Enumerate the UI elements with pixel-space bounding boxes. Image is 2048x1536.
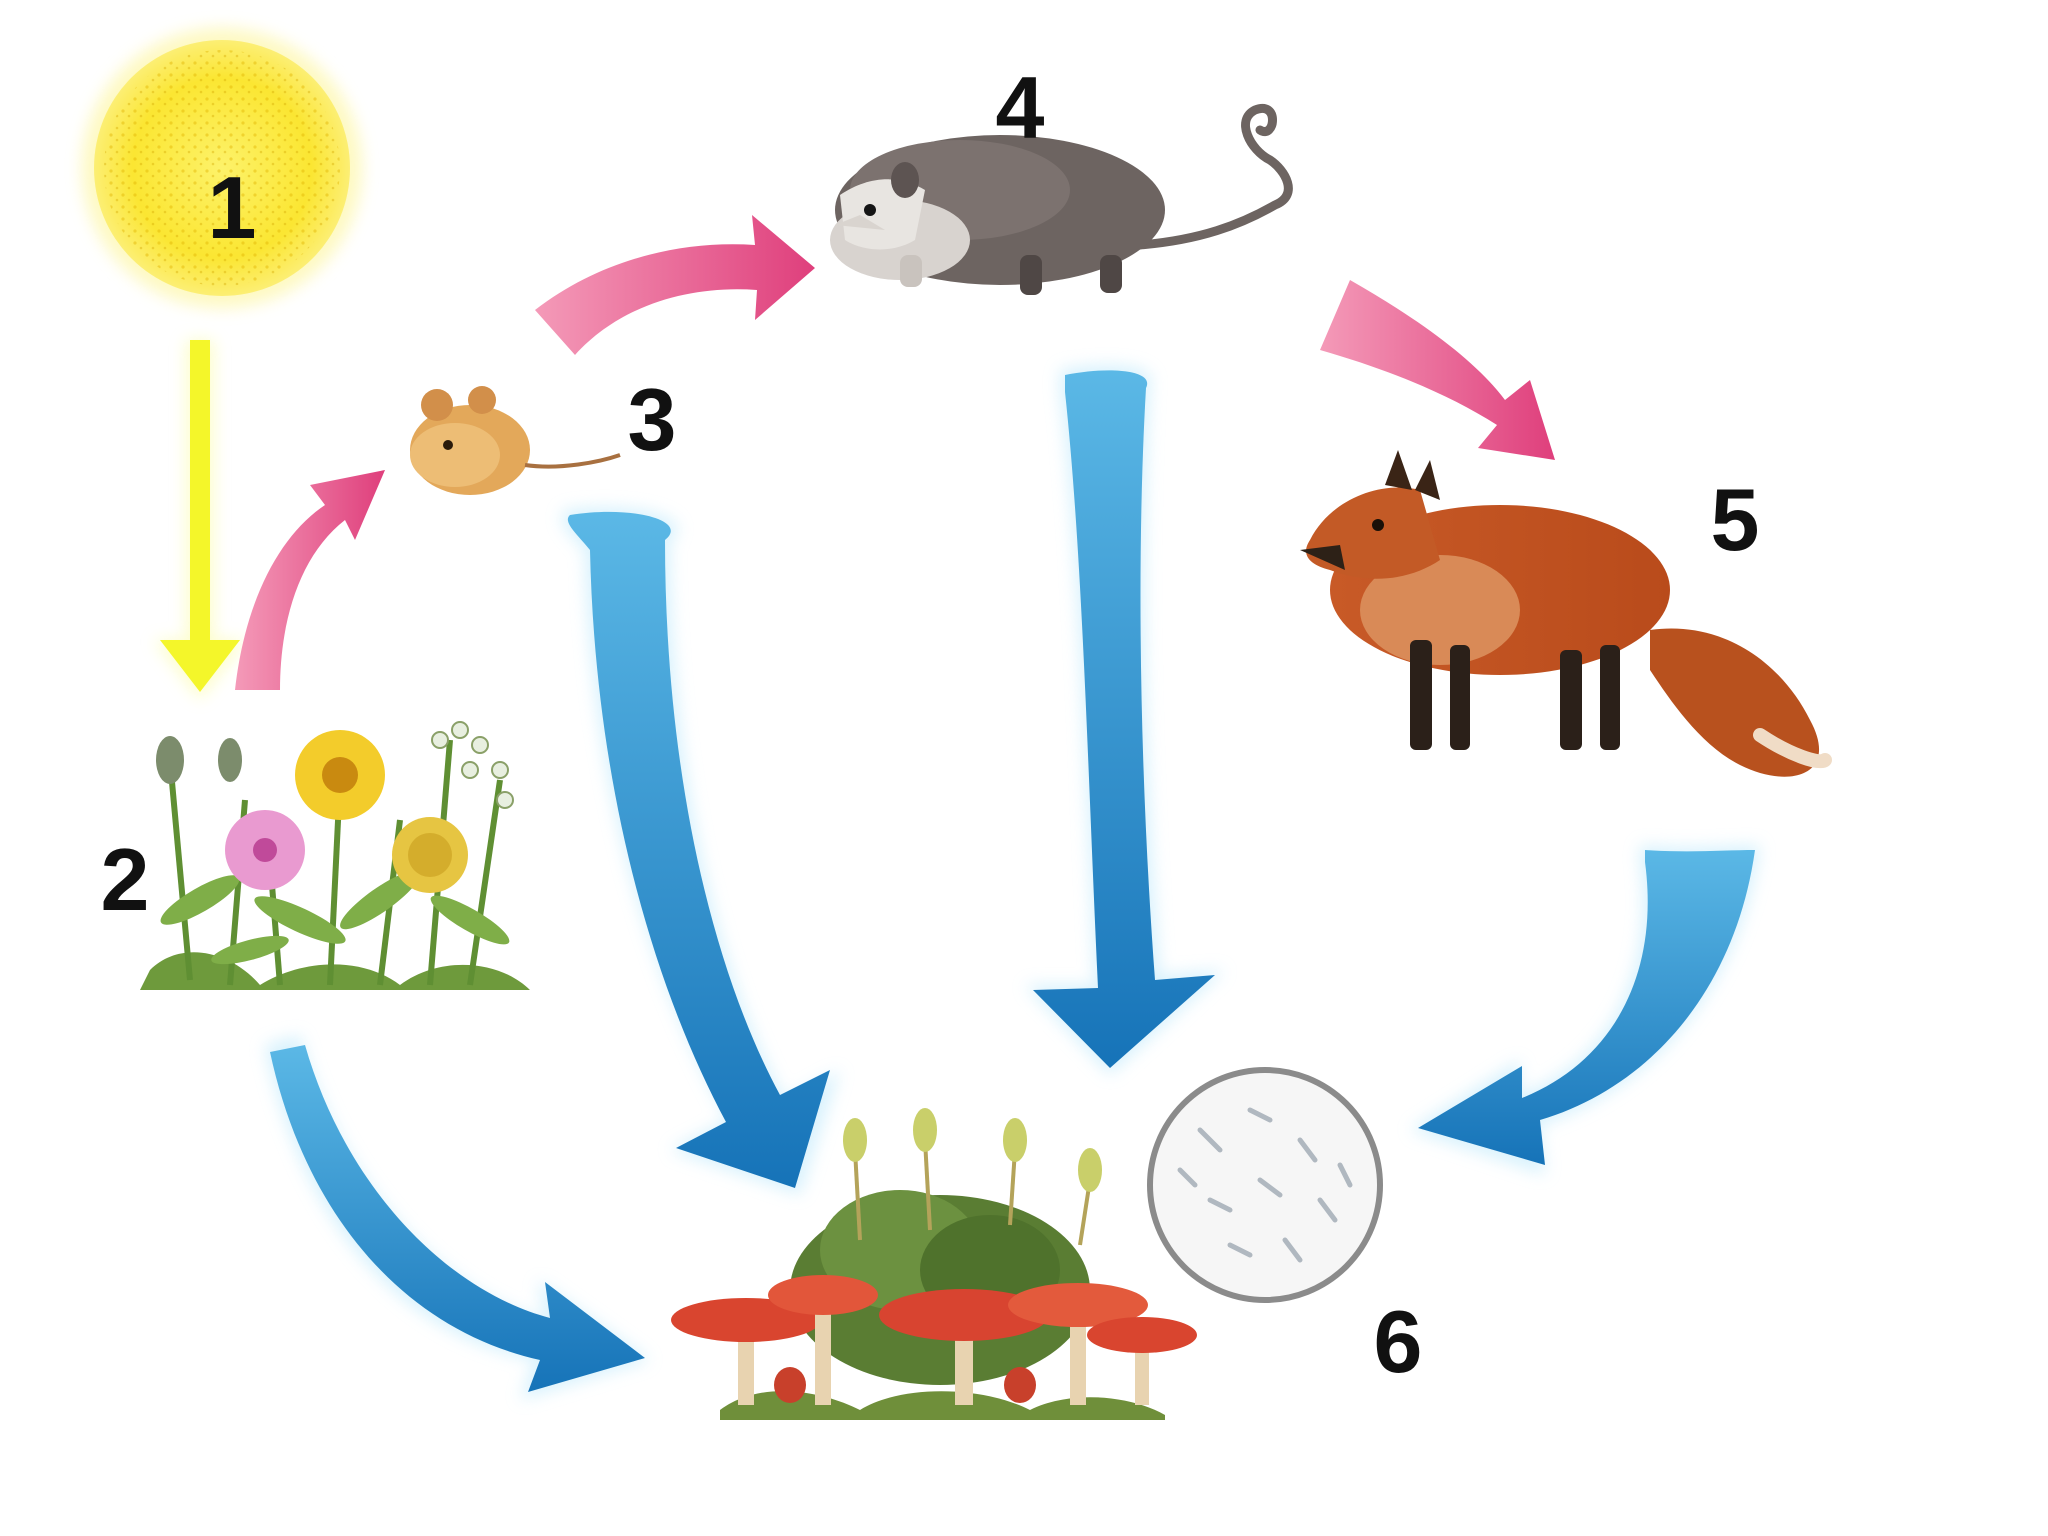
opossum-icon bbox=[830, 103, 1293, 295]
label-opossum: 4 bbox=[996, 58, 1045, 157]
sun-icon bbox=[82, 28, 362, 308]
label-fox: 5 bbox=[1711, 470, 1760, 569]
decomposition-arrow-mouse-to-mushrooms bbox=[561, 507, 840, 1195]
decomposition-arrow-opossum-to-mushrooms bbox=[1025, 365, 1225, 1075]
energy-arrow-sun-to-plants bbox=[154, 340, 246, 700]
label-mouse: 3 bbox=[628, 370, 677, 469]
label-plants: 2 bbox=[101, 830, 150, 929]
decomposition-arrow-plants-to-mushrooms bbox=[265, 1035, 650, 1400]
decomposition-arrow-fox-to-bacteria bbox=[1410, 845, 1760, 1175]
mouse-icon bbox=[410, 386, 621, 495]
fox-icon bbox=[1300, 450, 1832, 777]
bacteria-icon bbox=[1147, 1067, 1383, 1303]
feeding-arrow-plants-to-mouse bbox=[235, 470, 385, 690]
mushrooms-icon bbox=[671, 1108, 1197, 1420]
plants-icon bbox=[140, 721, 530, 990]
feeding-arrow-opossum-to-fox bbox=[1320, 280, 1555, 460]
label-bacteria: 6 bbox=[1374, 1292, 1423, 1391]
feeding-arrow-mouse-to-opossum bbox=[535, 215, 815, 355]
label-sun: 1 bbox=[208, 158, 257, 257]
